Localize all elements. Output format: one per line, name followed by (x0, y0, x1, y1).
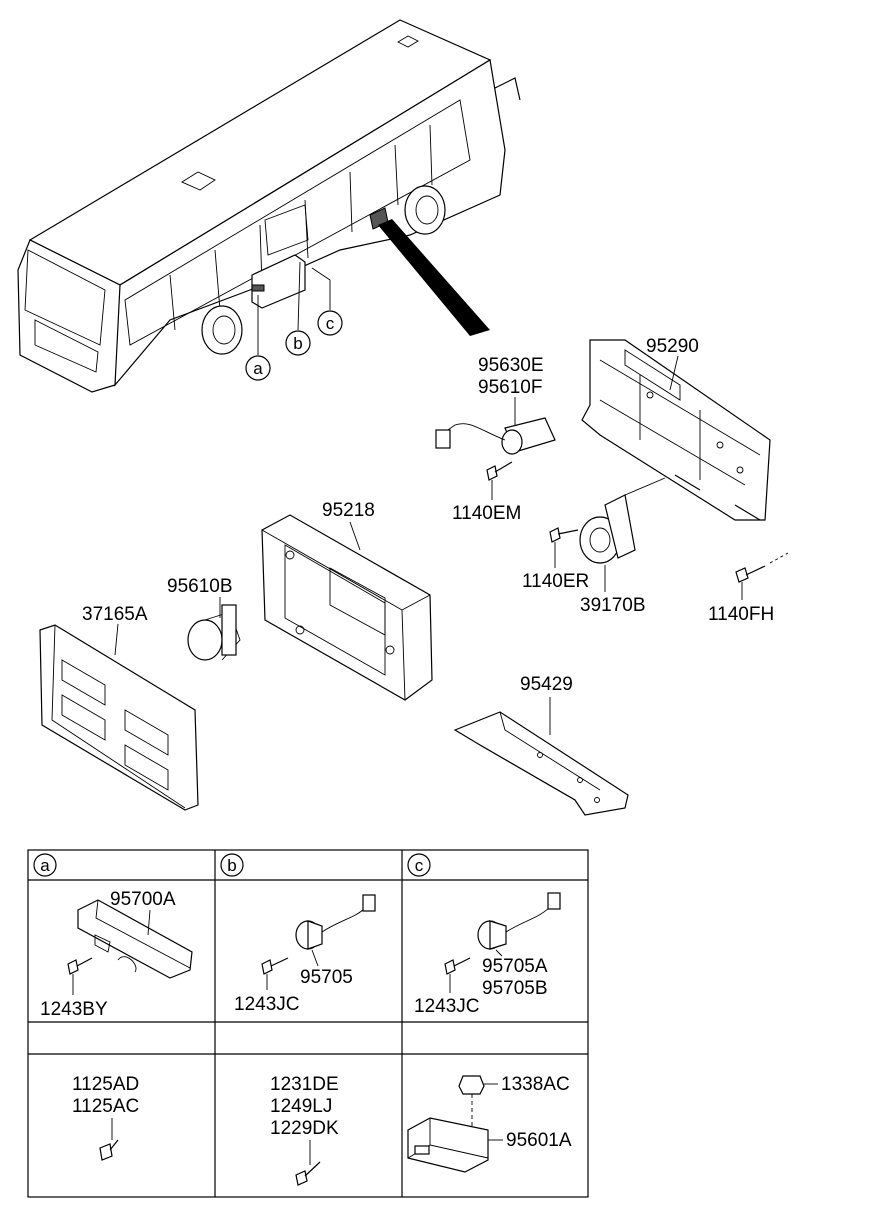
svg-text:c: c (415, 856, 424, 875)
box-37165A (39, 624, 199, 811)
label-1125AD: 1125AD (72, 1074, 139, 1095)
label-95610F: 95610F (478, 377, 542, 398)
module-95601A (407, 1117, 489, 1173)
screw-1231 (295, 1161, 321, 1186)
label-1243JC-b: 1243JC (234, 994, 300, 1015)
screw-1243JC-c (444, 957, 471, 975)
callout-a: a (245, 355, 271, 381)
label-95705B: 95705B (482, 978, 548, 999)
svg-text:a: a (40, 856, 50, 875)
table-header-b: b (220, 853, 244, 877)
label-95429: 95429 (520, 674, 573, 695)
label-1231DE: 1231DE (270, 1074, 339, 1095)
label-1140FH: 1140FH (708, 604, 774, 625)
screw-1243JC-b (261, 957, 289, 975)
callout-c: c (317, 310, 343, 336)
label-1338AC: 1338AC (501, 1074, 570, 1095)
label-95610B: 95610B (167, 576, 233, 597)
bolt-1140FH (735, 552, 789, 583)
lamp-95700A (77, 899, 193, 979)
bolt-1140EM (486, 461, 513, 481)
label-37165A: 37165A (82, 604, 148, 625)
bolt-1140ER (549, 527, 579, 543)
screw-1243BY (67, 957, 93, 975)
nut-1338AC (458, 1075, 485, 1095)
callout-b: b (285, 330, 311, 356)
bracket-95429 (453, 711, 629, 816)
label-1243JC-c: 1243JC (414, 996, 480, 1017)
svg-text:c: c (326, 314, 335, 333)
label-95705: 95705 (300, 967, 353, 988)
svg-text:a: a (253, 359, 263, 378)
label-1249LJ: 1249LJ (270, 1096, 332, 1117)
svg-text:b: b (227, 856, 236, 875)
bolt-1125 (99, 1139, 119, 1161)
switch-95630E (435, 417, 556, 455)
label-1140ER: 1140ER (522, 571, 589, 592)
parts-table (27, 849, 589, 1198)
label-1243BY: 1243BY (40, 999, 108, 1020)
label-1140EM: 1140EM (452, 503, 521, 524)
label-39170B: 39170B (580, 595, 646, 616)
svg-text:b: b (293, 334, 302, 353)
label-95601A: 95601A (506, 1130, 572, 1151)
label-95218: 95218 (322, 500, 375, 521)
horn-39170B (579, 477, 666, 564)
table-header-a: a (33, 853, 57, 877)
label-95705A: 95705A (482, 956, 548, 977)
lamp-95705A (477, 892, 561, 950)
lamp-95705 (295, 894, 376, 950)
bus-illustration (17, 19, 521, 393)
label-95630E: 95630E (478, 355, 544, 376)
table-header-c: c (407, 853, 431, 877)
bracket-95290 (581, 339, 771, 521)
label-1229DK: 1229DK (270, 1118, 339, 1139)
label-95290: 95290 (646, 336, 699, 357)
panel-95218 (261, 514, 433, 701)
label-1125AC: 1125AC (72, 1096, 139, 1117)
label-95700A: 95700A (110, 889, 176, 910)
sensor-95610B (187, 604, 241, 661)
